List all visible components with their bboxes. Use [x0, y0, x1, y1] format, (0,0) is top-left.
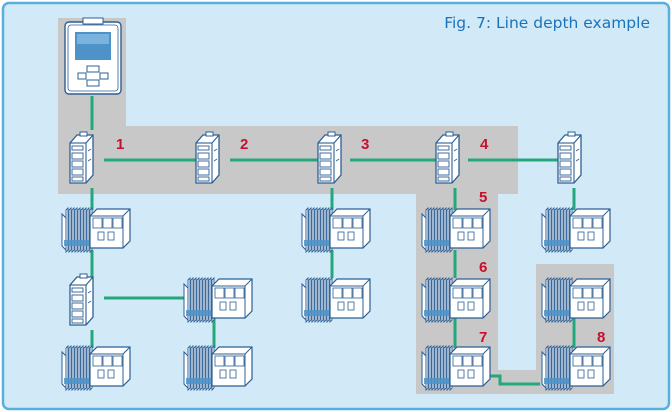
- io-module-rack-icon: [539, 343, 611, 391]
- network-switch-icon: [557, 131, 582, 184]
- depth-label-1: 1: [116, 136, 124, 153]
- io-module-rack-icon: [299, 275, 371, 323]
- io-module-rack-icon: [419, 205, 491, 253]
- figure-caption: Fig. 7: Line depth example: [444, 14, 650, 32]
- io-module-rack-icon: [419, 275, 491, 323]
- hmi-controller-icon: [64, 17, 122, 95]
- depth-label-3: 3: [361, 136, 369, 153]
- depth-label-8: 8: [597, 329, 605, 346]
- io-module-rack-icon: [539, 205, 611, 253]
- network-switch-icon: [317, 131, 342, 184]
- depth-label-7: 7: [479, 329, 487, 346]
- network-switch-icon: [69, 131, 94, 184]
- network-switch-icon: [195, 131, 220, 184]
- depth-label-5: 5: [479, 189, 487, 206]
- depth-label-4: 4: [480, 136, 489, 153]
- io-module-rack-icon: [181, 343, 253, 391]
- io-module-rack-icon: [299, 205, 371, 253]
- io-module-rack-icon: [419, 343, 491, 391]
- depth-label-2: 2: [240, 136, 248, 153]
- network-switch-icon: [435, 131, 460, 184]
- link-io7-io8: [490, 374, 540, 386]
- io-module-rack-icon: [59, 343, 131, 391]
- io-module-rack-icon: [59, 205, 131, 253]
- network-connections: [90, 96, 576, 386]
- network-switch-icon: [69, 273, 94, 326]
- io-module-rack-icon: [181, 275, 253, 323]
- depth-label-6: 6: [479, 259, 487, 276]
- io-module-rack-icon: [539, 275, 611, 323]
